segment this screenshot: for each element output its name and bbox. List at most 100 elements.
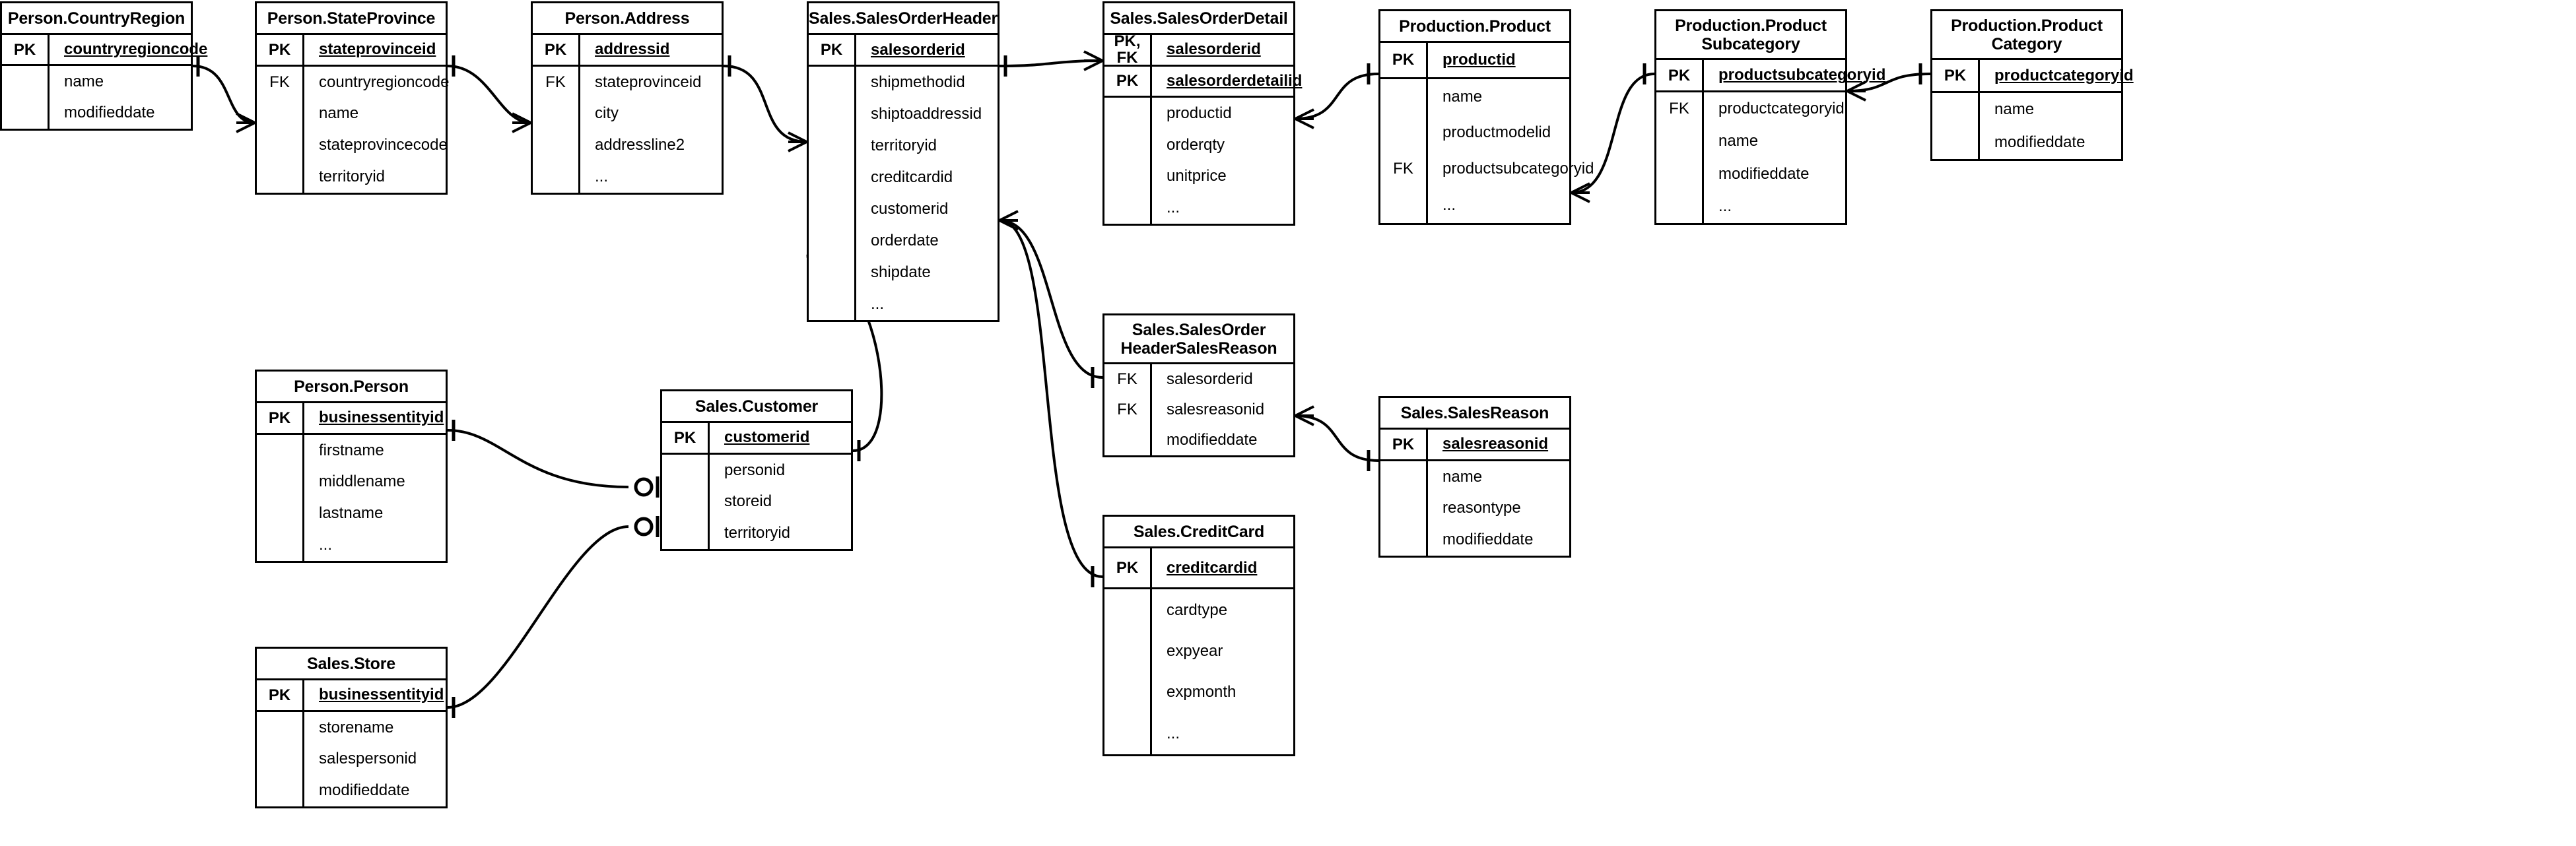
entity-title-salesorderdetail: Sales.SalesOrderDetail [1104, 3, 1293, 35]
relationship-sohsr-salesreason [1295, 405, 1379, 471]
attribute-key-gutter: FK [533, 66, 580, 193]
attribute-name: shipmethodid [871, 73, 965, 91]
attribute-name: modifieddate [1718, 164, 1810, 183]
pk-field-name: stateprovinceid [319, 40, 436, 59]
attribute-name: salesorderid [1167, 370, 1253, 388]
relationship-salesorderheader-sohsr [999, 210, 1103, 388]
fk-badge [1104, 713, 1150, 754]
attribute-name: addressline2 [595, 136, 685, 154]
attribute-key-gutter [1380, 461, 1428, 556]
attribute-key-gutter [1932, 93, 1980, 159]
attribute-name: name [64, 72, 104, 90]
attribute-name: ... [595, 168, 609, 186]
attribute-name: countryregioncode [319, 73, 450, 91]
fk-badge [257, 98, 302, 130]
fk-badge [809, 162, 854, 193]
attribute-name: shiptoaddressid [871, 105, 982, 123]
fk-badge [257, 129, 302, 161]
pk-badge: PK [1380, 430, 1428, 459]
pk-field-name: salesorderid [871, 40, 965, 59]
fk-badge [2, 66, 48, 97]
attribute-name: personid [724, 461, 786, 479]
attribute-name: productid [1167, 104, 1232, 123]
fk-badge [1380, 493, 1426, 525]
fk-badge [809, 98, 854, 130]
fk-badge [662, 455, 708, 486]
attribute-name: ... [1167, 199, 1180, 217]
attribute-name: territoryid [724, 524, 791, 542]
attribute-name: salespersonid [319, 750, 417, 768]
fk-badge [257, 467, 302, 498]
pk-badge: PK [2, 35, 50, 65]
attribute-key-gutter: FK [1380, 79, 1428, 223]
attribute-key-gutter [257, 711, 304, 806]
attribute-name: ... [1718, 197, 1732, 216]
fk-badge [1104, 425, 1150, 455]
relationship-person-customer [447, 420, 660, 498]
attribute-name: reasontype [1442, 499, 1521, 517]
fk-badge [1104, 161, 1150, 193]
fk-badge: FK [269, 73, 290, 91]
attribute-name: cardtype [1167, 601, 1228, 619]
attribute-name: ... [1442, 195, 1456, 214]
fk-badge [662, 517, 708, 549]
fk-badge [1932, 93, 1978, 126]
attribute-name: middlename [319, 472, 405, 491]
fk-badge [809, 225, 854, 257]
fk-badge [1380, 79, 1426, 115]
entity-title-stateprovince: Person.StateProvince [257, 3, 446, 35]
attribute-name: modifieddate [1994, 133, 2085, 151]
fk-badge: FK [1117, 370, 1137, 388]
fk-badge [1656, 158, 1702, 190]
attribute-name-column: name modifieddate [1980, 93, 2121, 159]
pk-field-name: customerid [724, 428, 810, 447]
fk-badge [1380, 115, 1426, 151]
attribute-name: firstname [319, 441, 384, 459]
attribute-name: productmodelid [1442, 123, 1551, 142]
fk-badge: FK [1117, 401, 1137, 418]
attribute-key-gutter [662, 454, 710, 549]
fk-badge [1104, 589, 1150, 630]
pk-field-name: creditcardid [1167, 558, 1258, 577]
fk-badge [257, 498, 302, 529]
attribute-name: name [1994, 100, 2035, 118]
fk-badge [1104, 129, 1150, 161]
attribute-block-productcategory: name modifieddate [1932, 93, 2121, 159]
fk-badge [809, 288, 854, 320]
attribute-name: name [1442, 467, 1483, 486]
pk-field-name: productsubcategoryid [1718, 66, 1886, 84]
